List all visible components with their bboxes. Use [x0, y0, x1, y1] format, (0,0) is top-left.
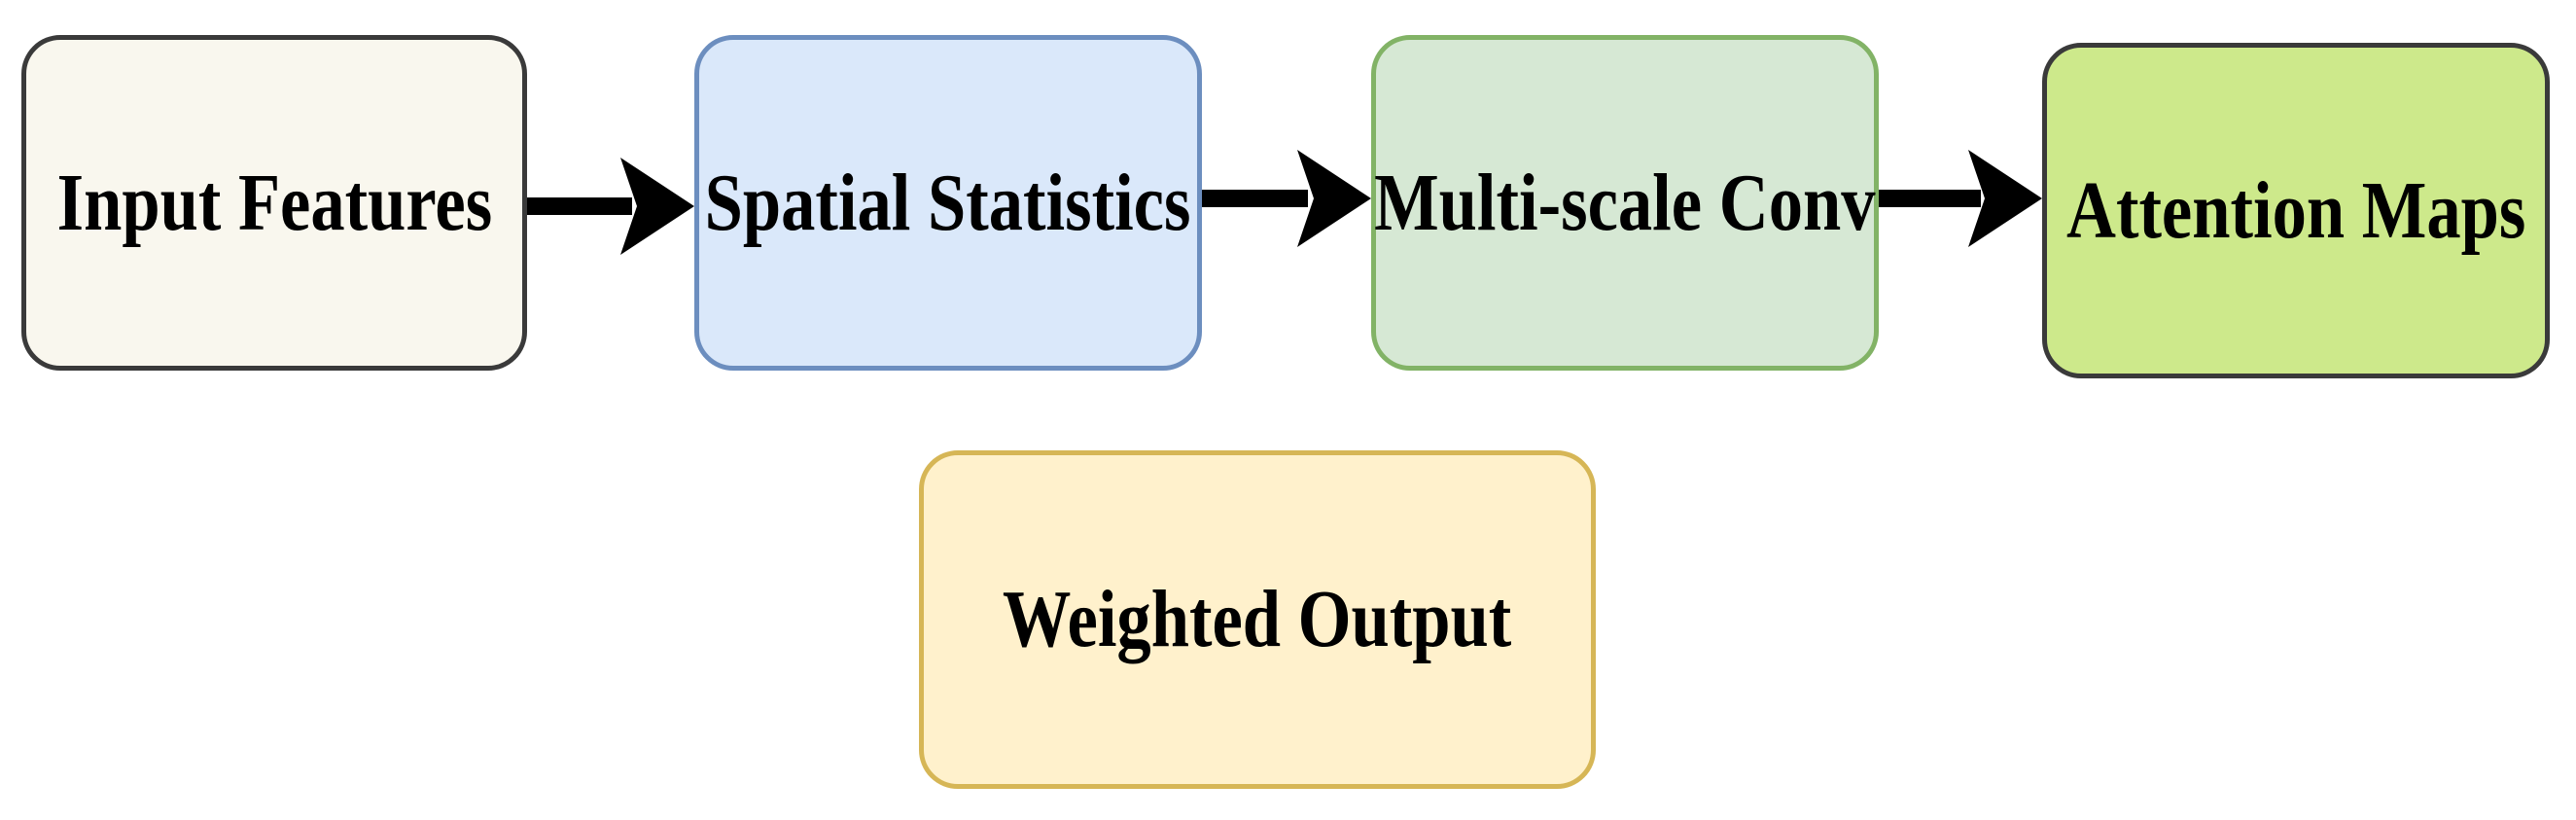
- node-spatial-statistics-label: Spatial Statistics: [705, 157, 1191, 248]
- node-weighted-output-label: Weighted Output: [1003, 574, 1512, 664]
- node-spatial-statistics: Spatial Statistics: [694, 35, 1202, 371]
- edge-multiscale-to-attention: [1879, 150, 2042, 247]
- node-attention-maps-label: Attention Maps: [2065, 164, 2526, 256]
- node-weighted-output: Weighted Output: [919, 450, 1596, 789]
- node-input-features: Input Features: [21, 35, 527, 371]
- node-attention-maps: Attention Maps: [2042, 43, 2550, 378]
- edge-spatial-to-multiscale: [1202, 150, 1371, 247]
- node-multi-scale-conv: Multi-scale Conv: [1371, 35, 1879, 371]
- node-multi-scale-conv-label: Multi-scale Conv: [1374, 157, 1876, 248]
- node-input-features-label: Input Features: [56, 157, 492, 248]
- edge-input-to-spatial: [527, 158, 694, 255]
